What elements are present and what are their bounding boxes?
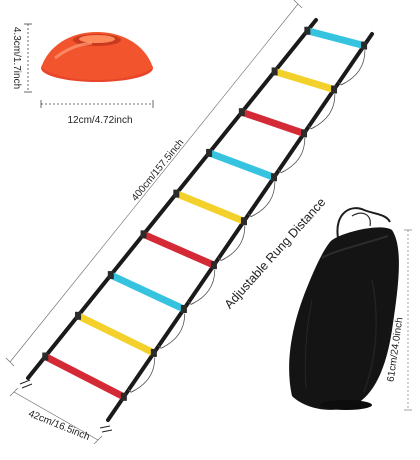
cone-height-label: 4.3cm/1.7inch — [11, 27, 22, 89]
adjust-arrowhead — [217, 257, 226, 261]
adjust-arc — [220, 225, 246, 261]
rung-clip — [75, 311, 82, 320]
rung-clip — [140, 230, 147, 239]
rung-clip — [180, 305, 187, 314]
adjust-arrowhead — [187, 301, 196, 305]
ladder-width-dimension: 42cm/16.5inch — [9, 387, 103, 445]
adjust-arc — [130, 357, 156, 393]
ladder-rung-yellow — [76, 312, 156, 357]
adjust-arc — [311, 94, 336, 130]
rung-clip — [173, 189, 180, 198]
rung-clip — [301, 129, 308, 138]
rung-clip — [304, 26, 311, 35]
adjust-arrowhead — [157, 345, 166, 349]
adjust-arrowhead — [337, 81, 346, 86]
ladder-rung-yellow — [273, 68, 336, 93]
rung-clip — [270, 173, 277, 182]
rung-clip — [331, 85, 338, 94]
ladder-rung-blue — [109, 271, 186, 313]
ladder-rung-blue — [207, 149, 276, 181]
adjust-arc — [341, 50, 366, 86]
adjust-arrowhead — [127, 388, 136, 393]
ladder-rungs — [42, 26, 368, 401]
rung-clip — [271, 67, 278, 76]
adjust-arc — [250, 181, 276, 217]
rung-clip — [150, 348, 157, 357]
adjust-arc — [190, 269, 216, 305]
ladder-rung-yellow — [174, 190, 246, 225]
rung-clip — [42, 352, 49, 361]
rung-clip — [120, 392, 127, 401]
adjust-arc — [280, 138, 306, 174]
rung-clip — [238, 108, 245, 117]
cone-height-dimension: 4.3cm/1.7inch — [11, 23, 32, 93]
ladder-width-label: 42cm/16.5inch — [27, 408, 91, 443]
ladder-rung-red — [142, 231, 216, 269]
ladder-rung-red — [43, 353, 126, 400]
rung-clip — [206, 148, 213, 157]
rung-adjust-arcs — [127, 50, 366, 393]
rung-clip — [210, 261, 217, 270]
adjust-arrowhead — [307, 125, 316, 130]
adjust-arrowhead — [277, 169, 286, 174]
ladder-rung-red — [240, 108, 306, 137]
carry-bag — [289, 207, 399, 410]
adjust-arc — [160, 313, 186, 349]
agility-ladder — [19, 18, 374, 433]
adjust-arrowhead — [247, 213, 256, 218]
rung-clip — [361, 41, 368, 50]
cone-width-label: 12cm/4.72inch — [67, 115, 132, 126]
rung-clip — [240, 217, 247, 226]
cone-width-dimension: 12cm/4.72inch — [40, 100, 154, 126]
disc-cone — [41, 32, 153, 82]
ladder-rung-blue — [306, 27, 365, 49]
rung-clip — [107, 271, 114, 280]
